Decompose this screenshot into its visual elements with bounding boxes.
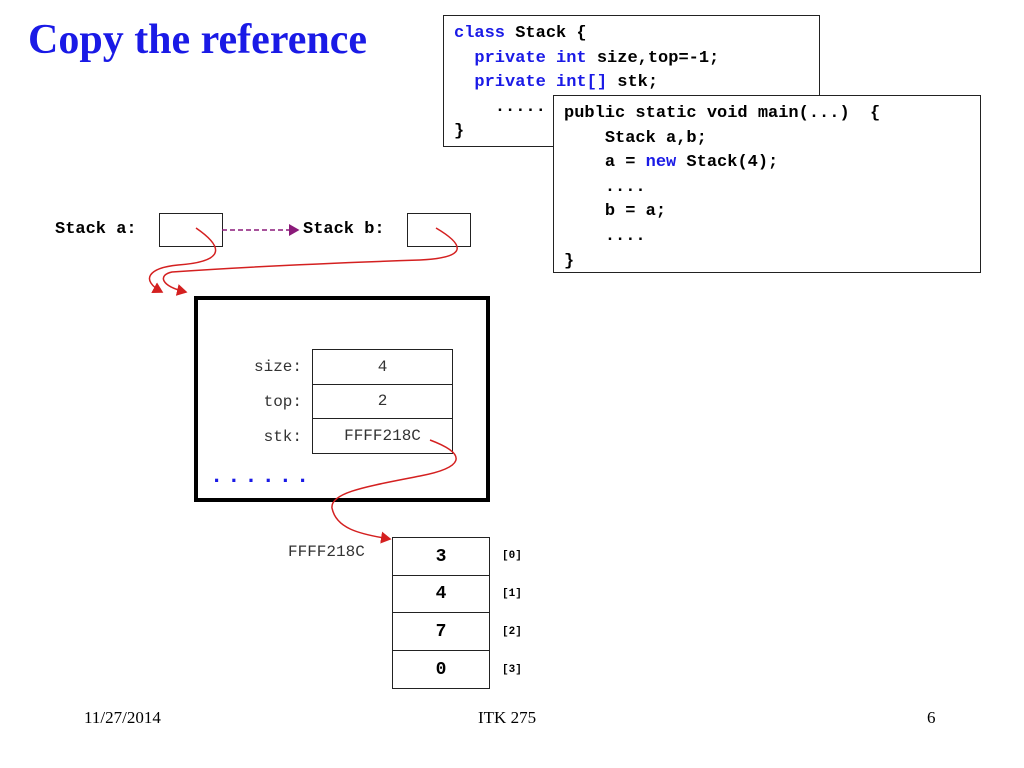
class-code-box: class Stack { private int size,top=-1; p… [443,15,820,147]
code-text: .... [604,226,646,246]
array-cell-3: 0 [392,651,490,689]
main-code-box: public static void main(...) { Stack a,b… [553,95,981,273]
footer-page-number: 6 [927,708,936,727]
code-text: Stack { [505,24,587,43]
code-text: .... [604,177,646,197]
object-ellipsis: ...... [210,464,314,489]
code-keyword: int [556,48,587,68]
field-stk-value: FFFF218C [312,419,453,454]
field-size-label: size: [253,358,302,376]
pointer-arrow-b [162,227,458,296]
code-keyword: class [454,24,506,43]
array-address: FFFF218C [288,543,365,561]
array-index-2: [2] [502,626,522,638]
code-text: Stack(4); [676,153,779,173]
code-keyword: private [474,48,546,68]
var-b-label: Stack b: [303,220,385,239]
field-size-value: 4 [312,349,453,385]
slide-title: Copy the reference [28,17,367,63]
field-top-label: top: [263,393,302,411]
var-a-label: Stack a: [55,220,137,239]
code-text: b = a; [604,202,667,222]
footer-course: ITK 275 [478,708,537,727]
field-stk-label: stk: [263,428,302,446]
code-keyword: private [474,73,546,93]
stack-object-frame [194,296,490,502]
array-cell-0: 3 [392,537,490,576]
code-text: } [454,122,465,142]
array-index-1: [1] [502,588,522,600]
field-top-value: 2 [312,384,453,419]
code-text: Stack a,b; [604,128,707,148]
array-index-3: [3] [502,664,522,676]
code-text: public static void main(...) { [564,104,881,123]
code-text: a = [604,153,646,173]
code-text: ..... [494,97,546,117]
code-text: } [564,251,575,271]
footer-date: 11/27/2014 [84,708,161,727]
pointer-arrow-stk [331,439,457,544]
array-index-0: [0] [502,550,522,562]
array-cell-1: 4 [392,575,490,613]
code-keyword: new [645,153,677,173]
code-text: stk; [607,73,659,93]
code-keyword: int[] [556,73,608,93]
code-text: size,top=-1; [586,48,720,68]
array-cell-2: 7 [392,613,490,651]
pointer-arrow-a [148,227,217,293]
